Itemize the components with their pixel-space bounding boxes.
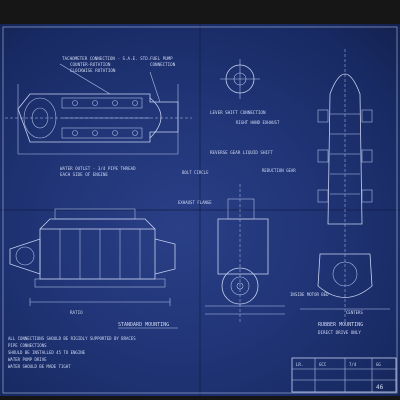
note-1: ALL CONNECTIONS SHOULD BE RIGIDLY SUPPOR… (8, 336, 136, 341)
label-standard-mounting: STANDARD MOUNTING (118, 322, 169, 328)
label-fuel-connection: CONNECTION (150, 62, 176, 67)
note-4: WATER PUMP DRIVE (8, 357, 47, 362)
label-ratio: RATIO (70, 310, 83, 315)
label-lever-shift: LEVER SHIFT CONNECTION (210, 110, 266, 115)
note-2: PIPE CONNECTIONS (8, 343, 47, 348)
label-water-outlet: WATER OUTLET - 3/4 PIPE THREAD (60, 166, 136, 171)
label-clockwise-rotation: CLOCKWISE ROTATION (70, 68, 116, 73)
note-5: WATER SHOULD BE MADE TIGHT (8, 364, 71, 369)
label-fuel-pump: FUEL PUMP (150, 56, 173, 61)
label-inside-motor-bed: INSIDE MOTOR BED (290, 292, 329, 297)
label-right-exhaust: RIGHT HAND EXHAUST (236, 120, 280, 125)
title-block-cell-2: GCC (319, 362, 327, 367)
label-centers: CENTERS (346, 310, 363, 315)
label-bolt-circle: BOLT CIRCLE (182, 170, 209, 175)
engine-plan-view (5, 63, 192, 155)
title-block (291, 357, 397, 393)
rubber-mounting-view (300, 49, 390, 324)
label-counter-rotation: COUNTER-ROTATION (70, 62, 111, 67)
label-rubber-mounting: RUBBER MOUNTING (318, 322, 363, 328)
sheet-border (2, 26, 398, 394)
title-block-cell-1: LR. (296, 362, 303, 367)
blueprint-sheet: TACHOMETER CONNECTION - S.A.E. STD. COUN… (0, 24, 400, 396)
label-exhaust-flange: EXHAUST FLANGE (178, 200, 212, 205)
note-3: SHOULD BE INSTALLED 45 TO ENGINE (8, 350, 86, 355)
drawing-number: 46 (376, 384, 384, 391)
engine-side-elevation (9, 208, 176, 306)
label-tachometer: TACHOMETER CONNECTION - S.A.E. STD. (62, 56, 150, 61)
label-reverse-gear: REVERSE GEAR LIQUID SHIFT (210, 150, 274, 155)
label-direct-drive-only: DIRECT DRIVE ONLY (318, 330, 361, 335)
label-reduction-gear: REDUCTION GEAR (262, 168, 296, 173)
reverse-gear-detail (220, 59, 260, 99)
label-water-outlet-sub: EACH SIDE OF ENGINE (60, 172, 108, 177)
title-block-cell-3: 7/4 (349, 362, 357, 367)
title-block-cell-4: GG (376, 362, 381, 367)
engine-front-view (205, 184, 285, 324)
